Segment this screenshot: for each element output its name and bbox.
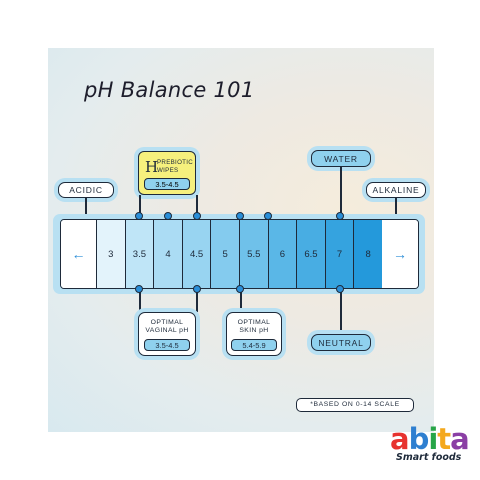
prebiotic-wipes-badge: H PREBIOTIC WIPES 3.5-4.5: [138, 151, 196, 195]
right-arrow-icon: →: [382, 220, 418, 288]
marker-dot-top: [164, 212, 172, 220]
left-arrow-icon: ←: [61, 220, 97, 288]
alkaline-connector: [395, 198, 397, 219]
optimal-skin-ph-box: OPTIMAL SKIN pH 5.4-5.9: [226, 312, 282, 356]
scale-footnote: *BASED ON 0-14 SCALE: [296, 398, 414, 412]
prebiotic-wipes-text: PREBIOTIC WIPES: [157, 159, 194, 174]
ph-cell: 4: [154, 220, 183, 288]
ph-cell: 4.5: [182, 220, 212, 288]
optimal-skin-ph-text: OPTIMAL SKIN pH: [237, 319, 271, 334]
optimal-vaginal-ph-box: OPTIMAL VAGINAL pH 3.5-4.5: [138, 312, 196, 356]
skin-connector: [240, 292, 242, 312]
brand-letter: a: [390, 422, 410, 456]
alkaline-label: ALKALINE: [366, 182, 426, 198]
marker-dot-top: [236, 212, 244, 220]
water-connector: [340, 167, 342, 216]
brand-h-logo: H: [145, 158, 159, 176]
ph-cell: 6: [268, 220, 298, 288]
acidic-connector: [85, 198, 87, 219]
vaginal-connector-left: [139, 292, 141, 312]
brand-letter: b: [408, 422, 430, 456]
water-label: WATER: [311, 150, 371, 167]
brand-letter: t: [437, 422, 451, 456]
page-title: pH Balance 101: [84, 78, 255, 102]
brand-name: abita: [390, 424, 480, 454]
acidic-label: ACIDIC: [58, 182, 114, 198]
marker-dot-top: [135, 212, 143, 220]
neutral-label: NEUTRAL: [311, 334, 371, 351]
brand-tagline: Smart foods: [396, 452, 462, 463]
marker-dot-top: [264, 212, 272, 220]
ph-cell: 3: [97, 220, 126, 288]
neutral-connector: [340, 292, 342, 334]
ph-cell: 6.5: [297, 220, 326, 288]
marker-dot-top: [336, 212, 344, 220]
brand-letter: i: [428, 422, 438, 456]
brand-logo: abita Smart foods: [390, 424, 480, 463]
marker-dot-top: [193, 212, 201, 220]
optimal-vaginal-ph-text: OPTIMAL VAGINAL pH: [145, 319, 189, 334]
ph-cell: 3.5: [125, 220, 155, 288]
wipes-connector-right: [196, 195, 198, 216]
vaginal-connector-right: [196, 292, 198, 312]
ph-cell: 5.5: [239, 220, 269, 288]
ph-cell: 5: [211, 220, 240, 288]
prebiotic-wipes-range: 3.5-4.5: [144, 178, 190, 190]
optimal-skin-ph-range: 5.4-5.9: [231, 339, 277, 351]
ph-cell: 8: [354, 220, 382, 288]
wipes-connector-left: [139, 195, 141, 216]
brand-letter: a: [450, 422, 470, 456]
optimal-vaginal-ph-range: 3.5-4.5: [144, 339, 190, 351]
ph-cell: 7: [325, 220, 355, 288]
